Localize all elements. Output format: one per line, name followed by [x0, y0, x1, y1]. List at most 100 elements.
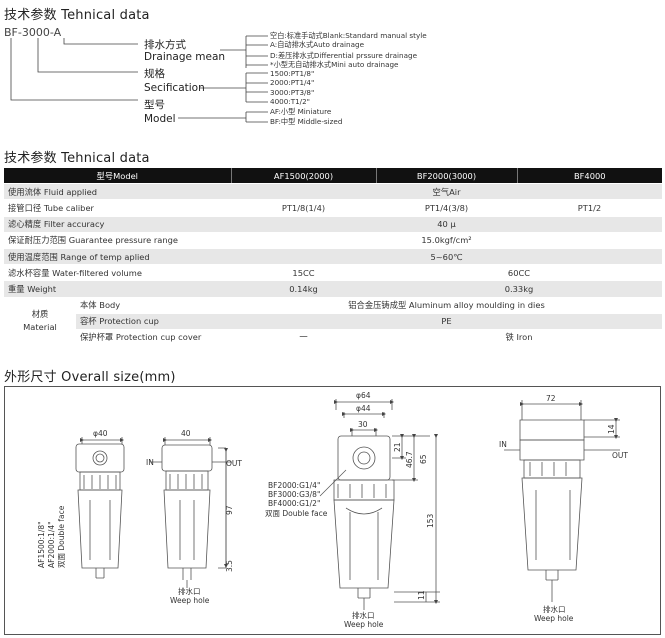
- row-label-en: Protection cup cover: [115, 332, 202, 343]
- spec-table: 型号Model AF1500(2000) BF2000(3000) BF4000…: [4, 168, 662, 347]
- row-label-en: Water-filtered volume: [52, 267, 142, 278]
- port-bf-text: 双面 Double face: [265, 509, 328, 518]
- port-bf-text: BF2000:G1/4": [268, 481, 320, 490]
- drain-option: A:自动排水式Auto drainage: [270, 40, 364, 49]
- row-label-en: Fluid applied: [43, 186, 97, 197]
- cell-value: 一: [231, 329, 376, 347]
- cell-value: 铝合金压铸成型 Aluminum alloy moulding in dies: [231, 297, 662, 314]
- weep-label-cn: 排水口: [543, 604, 566, 614]
- type-option: AF:小型 Miniature: [270, 107, 332, 116]
- weep-label-en: Weep hole: [344, 620, 384, 629]
- type-label-en: Model: [144, 113, 176, 125]
- row-label-cn: 滤心精度: [8, 219, 42, 230]
- row-label-en: Body: [99, 300, 121, 311]
- type-option: BF:中型 Middle-sized: [270, 117, 343, 126]
- weep-label-cn: 排水口: [178, 586, 201, 596]
- port-af-text: AF1500:1/8": [37, 521, 46, 568]
- row-label-cn: 本体: [80, 300, 97, 311]
- model-code-part1: BF: [4, 26, 18, 39]
- in-label: IN: [499, 440, 507, 449]
- spec-label-en: Secification: [144, 82, 205, 94]
- weep-label-en: Weep hole: [534, 614, 574, 623]
- section3-title: 外形尺寸 Overall size(mm): [4, 370, 176, 385]
- table-header: 型号Model: [4, 168, 231, 185]
- table-row: 重量 Weight 0.14kg 0.33kg: [4, 280, 662, 298]
- dim-21: 21: [393, 442, 402, 452]
- cell-value: PT1/8(1/4): [231, 199, 376, 217]
- model-code-part3: -A: [49, 26, 62, 39]
- table-header: BF4000: [516, 168, 662, 185]
- cell-value: 40 μ: [231, 216, 662, 233]
- cell-value: 空气Air: [231, 183, 662, 201]
- table-row: 保证耐压力范围 Guarantee pressure range 15.0kgf…: [4, 232, 662, 249]
- spec-label-cn: 规格: [144, 68, 165, 80]
- row-label-en: Guarantee pressure range: [68, 235, 178, 246]
- row-label-cn: 保护杯罩: [80, 332, 114, 343]
- row-label-cn: 使用温度范围: [8, 251, 58, 262]
- drainage-label-en: Drainage mean: [144, 51, 226, 63]
- model-code-leader-lines: [10, 35, 268, 123]
- dim-phi40: φ40: [93, 429, 108, 438]
- dim-3-5: 3.5: [225, 560, 234, 572]
- drain-option: D:差压排水式Differential prssure drainage: [270, 51, 418, 60]
- model-code: BF-3000-A: [4, 26, 61, 39]
- row-label-en: Weight: [27, 283, 57, 294]
- table-row: 使用流体 Fluid applied 空气Air: [4, 183, 662, 201]
- cell-value: 60CC: [376, 264, 662, 282]
- row-label-cn: 保证耐压力范围: [8, 235, 67, 246]
- row-label-en: Filter accuracy: [43, 219, 105, 230]
- spec-option: 2000:PT1/4": [270, 78, 315, 87]
- table-row: 滤心精度 Filter accuracy 40 μ: [4, 216, 662, 233]
- dim-11: 11: [417, 590, 426, 600]
- table-row: 接管口径 Tube caliber PT1/8(1/4) PT1/4(3/8) …: [4, 199, 662, 217]
- table-row: 保护杯罩 Protection cup cover 一 铁 Iron: [4, 329, 662, 347]
- row-label-cn: 容杯: [80, 316, 97, 327]
- table-header-row: 型号Model AF1500(2000) BF2000(3000) BF4000: [4, 168, 662, 185]
- drain-option: 空白:标准手动式Blank:Standard manual style: [270, 31, 427, 40]
- spec-option: 3000:PT3/8": [270, 88, 315, 97]
- drainage-label-cn: 排水方式: [144, 39, 186, 51]
- type-label-cn: 型号: [144, 99, 165, 111]
- cell-value: PT1/4(3/8): [376, 199, 517, 217]
- in-label: IN: [146, 458, 154, 467]
- cell-value: 铁 Iron: [376, 329, 662, 347]
- dim-30: 30: [358, 420, 368, 429]
- bf-side-view: [504, 400, 620, 602]
- bf-front-view: [333, 399, 440, 610]
- dim-65: 65: [419, 454, 428, 464]
- table-header: BF2000(3000): [375, 168, 517, 185]
- row-label-cn: 使用流体: [8, 186, 42, 197]
- model-code-part2: -3000: [17, 26, 50, 39]
- dim-72: 72: [546, 394, 556, 403]
- cell-value: PT1/2: [517, 199, 662, 217]
- table-row: 容杯 Protection cup PE: [4, 313, 662, 330]
- cell-value: 0.14kg: [231, 280, 376, 298]
- dim-phi64: φ64: [356, 391, 371, 400]
- spec-option: 1500:PT1/8": [270, 69, 315, 78]
- table-row: 滤水杯容量 Water-filtered volume 15CC 60CC: [4, 264, 662, 282]
- cell-value: 5~60℃: [231, 248, 662, 266]
- table-header: AF1500(2000): [230, 168, 376, 185]
- af-side-view: [150, 437, 232, 588]
- spec-option: 4000:T1/2": [270, 97, 310, 106]
- dim-40: 40: [181, 429, 191, 438]
- af-front-view: [75, 437, 125, 579]
- row-label-cn: 滤水杯容量: [8, 267, 50, 278]
- cell-value: 15CC: [231, 264, 376, 282]
- out-label: OUT: [226, 459, 242, 468]
- weep-label-cn: 排水口: [352, 610, 375, 620]
- drain-option: *小型无自动排水式Mini auto drainage: [270, 60, 399, 69]
- dim-phi44: φ44: [356, 404, 371, 413]
- out-label: OUT: [612, 451, 628, 460]
- material-label-cn: 材质: [31, 309, 49, 320]
- section1-title: 技术参数 Tehnical data: [4, 8, 150, 23]
- cell-value: 15.0kgf/cm²: [231, 232, 662, 249]
- port-bf-text: BF4000:G1/2": [268, 499, 320, 508]
- row-label-en: Tube caliber: [43, 202, 94, 213]
- row-label-en: Protection cup: [99, 316, 159, 327]
- port-af-text: AF2000:1/4": [47, 521, 56, 568]
- row-label-cn: 接管口径: [8, 202, 42, 213]
